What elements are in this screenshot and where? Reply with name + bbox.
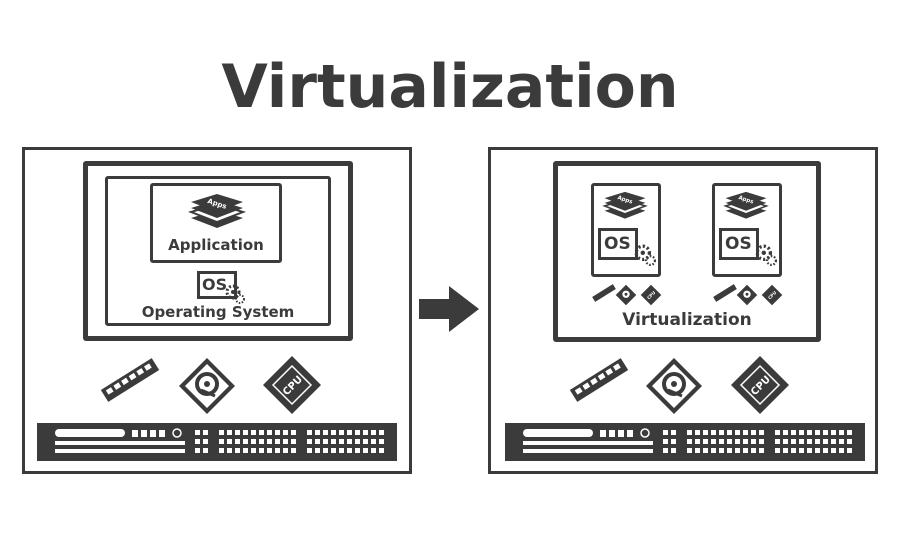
hard-drive-icon [179,358,235,414]
vm-2-os-text: OS [725,234,752,254]
hard-drive-icon [646,358,702,414]
vm-2-box: Apps OS [712,183,782,277]
operating-system-label: Operating System [141,303,295,321]
ram-icon [569,358,629,402]
vm-1-ram-icon [592,284,616,302]
physical-machine-panel: Apps Application OS Operating System CPU [22,147,412,474]
vm-2-cpu-text: CPU [767,290,778,301]
arrow-right-icon [419,286,479,332]
application-label: Application [168,236,264,254]
vm-2-ram-icon [713,284,737,302]
virtualization-layer-label: Virtualization [622,310,752,330]
gear-icon [225,284,245,304]
virtualized-machine-panel: Apps OS CPU Apps OS [488,147,878,474]
server-rack-icon [505,423,865,461]
vm-1-box: Apps OS [591,183,661,277]
ram-icon [100,358,160,402]
server-rack-icon [37,423,397,461]
app-stack-icon: Apps [187,194,247,228]
vm-1-cpu-icon: CPU [640,284,662,306]
gear-icon [634,244,656,266]
os-icon-text: OS [202,275,228,294]
application-box: Apps Application [150,183,282,263]
cpu-icon: CPU [263,356,321,414]
vm-1-os-text: OS [604,234,631,254]
screen-frame [105,176,331,326]
vm-1-apps-text: Apps [617,195,634,206]
monitor-frame [83,161,353,341]
cpu-icon: CPU [731,356,789,414]
vm-2-cpu-icon: CPU [761,284,783,306]
vm-2-apps-text: Apps [738,195,755,206]
app-stack-icon: Apps [723,191,769,219]
vm-1-hard-drive-icon [615,284,637,306]
vm-1-cpu-text: CPU [646,290,657,301]
vm-2-hard-drive-icon [736,284,758,306]
vm-1-os-box: OS [598,228,638,260]
vm-2-os-box: OS [719,228,759,260]
hypervisor-frame [553,161,821,342]
page-title: Virtualization [221,52,679,122]
gear-icon [755,244,777,266]
app-stack-icon: Apps [602,191,648,219]
